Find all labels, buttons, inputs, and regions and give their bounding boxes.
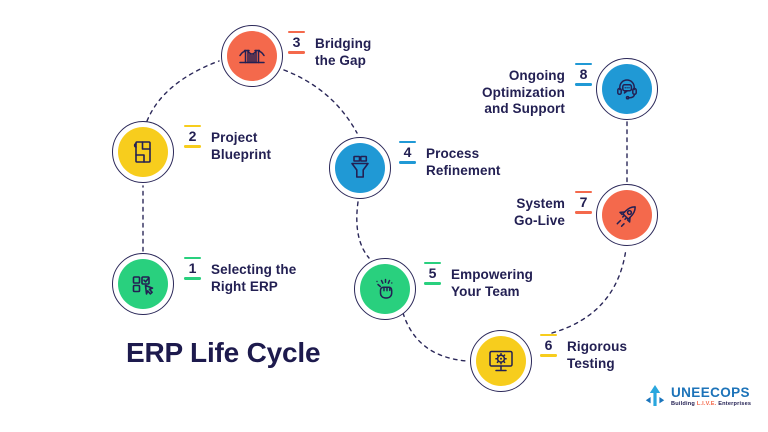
step-1-circle <box>112 253 174 315</box>
accent-rule <box>424 262 441 265</box>
step-8-text: Ongoing Optimization and Support 8 <box>482 63 592 118</box>
step-7-number-block: 7 <box>575 191 592 214</box>
bridge-icon <box>237 41 267 71</box>
step-5-circle <box>354 258 416 320</box>
erp-selection-icon <box>128 269 158 299</box>
step-6-text: 6 Rigorous Testing <box>540 334 628 372</box>
step-3-circle <box>221 25 283 87</box>
step-4-label: Process Refinement <box>426 146 501 178</box>
accent-rule <box>575 191 592 194</box>
step-2-number: 2 <box>188 128 197 145</box>
step-7-circle <box>596 184 658 246</box>
funnel-icon <box>345 153 375 183</box>
uneecops-logo: UNEECOPS Building L.I.V.E. Enterprises <box>643 384 751 410</box>
step-3-number-block: 3 <box>288 31 305 54</box>
accent-rule <box>399 161 416 164</box>
step-1-circle-fill <box>118 259 168 309</box>
accent-rule <box>540 334 557 337</box>
step-7-number: 7 <box>579 194 588 211</box>
step-8-circle <box>596 58 658 120</box>
fist-snap-icon <box>376 274 393 304</box>
uneecops-logo-text: UNEECOPS Building L.I.V.E. Enterprises <box>671 386 751 407</box>
step-1-label: Selecting the Right ERP <box>211 262 297 294</box>
accent-rule <box>184 125 201 128</box>
step-2-circle-fill <box>118 127 168 177</box>
connector-3-4 <box>283 69 358 134</box>
step-4-number-block: 4 <box>399 141 416 164</box>
step-7-label: System Go-Live <box>514 196 565 228</box>
rocket-icon <box>612 200 642 230</box>
step-4-circle-fill <box>335 143 385 193</box>
tagline-highlight: L.I.V.E. <box>696 400 717 407</box>
monitor-gear-icon <box>486 346 516 376</box>
step-5-number: 5 <box>428 265 437 282</box>
accent-rule <box>288 51 305 54</box>
step-6-circle-fill <box>476 336 526 386</box>
accent-rule <box>540 354 557 357</box>
accent-rule <box>575 83 592 86</box>
step-8-number-block: 8 <box>575 63 592 86</box>
step-3-number: 3 <box>292 34 301 51</box>
step-3-circle-fill <box>227 31 277 81</box>
step-6-label: Rigorous Testing <box>567 339 628 371</box>
step-2-number-block: 2 <box>184 125 201 148</box>
step-4-circle <box>329 137 391 199</box>
accent-rule <box>399 141 416 144</box>
step-6-number-block: 6 <box>540 334 557 357</box>
headset-support-icon <box>612 74 642 104</box>
accent-rule <box>184 257 201 260</box>
step-2-label: Project Blueprint <box>211 130 272 162</box>
step-7-text: System Go-Live 7 <box>514 191 592 229</box>
step-5-label: Empowering Your Team <box>451 267 534 299</box>
step-6-number: 6 <box>544 337 553 354</box>
step-4-number: 4 <box>403 144 412 161</box>
page-title: ERP Life Cycle <box>126 337 321 368</box>
step-2-circle <box>112 121 174 183</box>
step-8-label: Ongoing Optimization and Support <box>482 68 565 116</box>
step-8-number: 8 <box>579 66 588 83</box>
step-3-text: 3 Bridging the Gap <box>288 31 372 69</box>
blueprint-icon <box>128 137 158 167</box>
step-5-circle-fill <box>360 264 410 314</box>
accent-rule <box>575 211 592 214</box>
step-6-circle <box>470 330 532 392</box>
tagline-suffix: Enterprises <box>716 400 752 407</box>
uneecops-logo-tagline: Building L.I.V.E. Enterprises <box>671 400 752 408</box>
accent-rule <box>184 277 201 280</box>
step-3-label: Bridging the Gap <box>315 36 372 68</box>
step-8-circle-fill <box>602 64 652 114</box>
accent-rule <box>288 31 305 34</box>
step-7-circle-fill <box>602 190 652 240</box>
accent-rule <box>424 282 441 285</box>
connector-5-6 <box>402 312 468 362</box>
uneecops-logo-icon <box>645 385 665 406</box>
accent-rule <box>575 63 592 66</box>
connector-6-7 <box>551 248 627 334</box>
tagline-prefix: Building <box>671 400 697 407</box>
step-5-number-block: 5 <box>424 262 441 285</box>
step-4-text: 4 Process Refinement <box>399 141 501 179</box>
step-5-text: 5 Empowering Your Team <box>424 262 534 300</box>
step-2-text: 2 Project Blueprint <box>184 125 272 163</box>
step-1-text: 1 Selecting the Right ERP <box>184 257 297 295</box>
connector-2-3 <box>146 60 220 122</box>
step-1-number: 1 <box>188 260 197 277</box>
step-1-number-block: 1 <box>184 257 201 280</box>
accent-rule <box>184 145 201 148</box>
connector-4-5 <box>356 201 370 259</box>
uneecops-logo-name: UNEECOPS <box>671 385 750 401</box>
